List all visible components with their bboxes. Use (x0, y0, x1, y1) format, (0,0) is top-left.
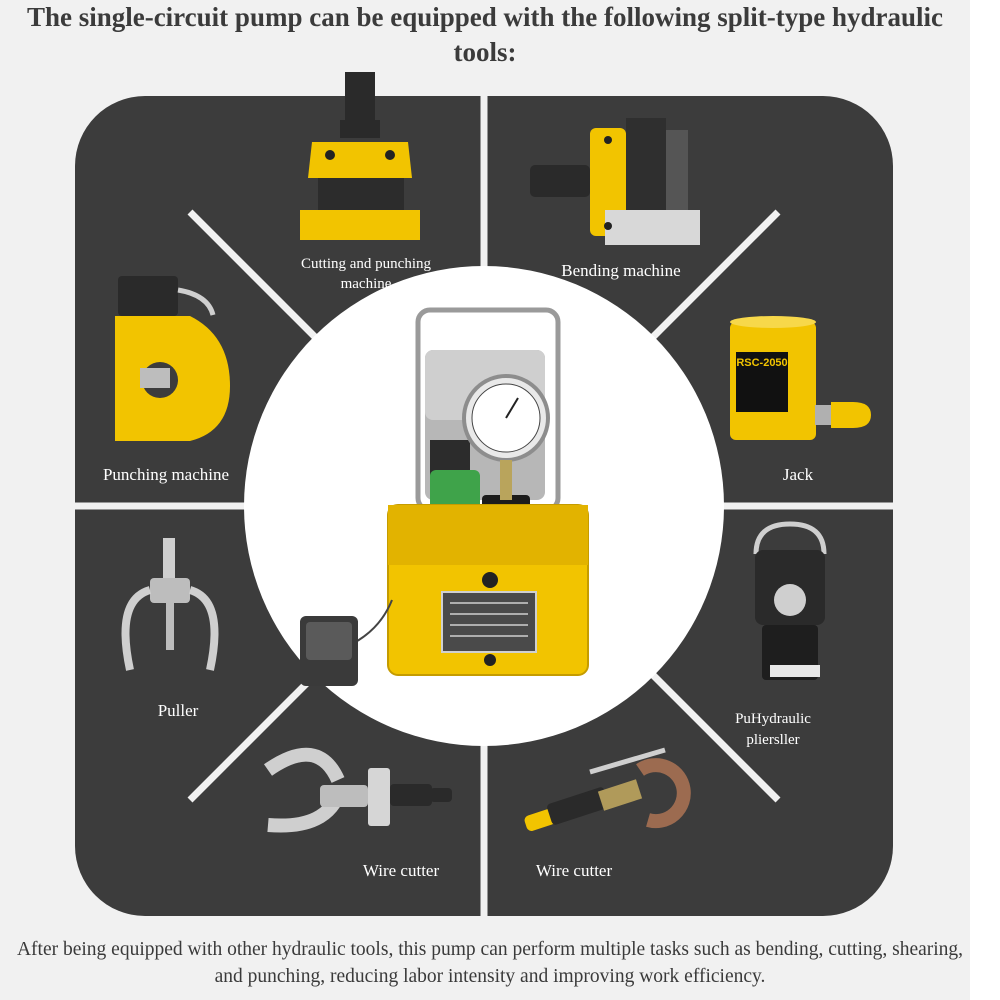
footer-description: After being equipped with other hydrauli… (16, 939, 964, 987)
label-punching-machine: Punching machine (103, 465, 229, 484)
jack-marking: RSC-2050 (736, 357, 787, 369)
jack-image: RSC-2050 (730, 316, 871, 440)
label-cutting-punching-1: Cutting and punching (301, 256, 431, 272)
label-cutting-punching-2: machine (341, 276, 392, 292)
punching-machine-image (115, 276, 230, 441)
label-wire-cutter-right: Wire cutter (536, 861, 613, 880)
puller-image (121, 538, 219, 671)
label-bending-machine: Bending machine (561, 261, 680, 280)
page-title: The single-circuit pump can be equipped … (26, 2, 944, 67)
pump-nameplate (441, 591, 537, 653)
cutting-punching-machine-image (300, 72, 420, 240)
wire-cutter-left-image (263, 747, 452, 833)
label-pliers-2: pliersller (746, 732, 799, 748)
label-jack: Jack (783, 465, 814, 484)
label-wire-cutter-left: Wire cutter (363, 861, 440, 880)
right-margin (970, 0, 1000, 1000)
bending-machine-image (530, 118, 700, 245)
wire-cutter-right-image (524, 747, 691, 831)
electric-pump (300, 307, 589, 686)
label-puller: Puller (158, 701, 199, 720)
hydraulic-pliers-image (753, 521, 827, 680)
label-pliers-1: PuHydraulic (735, 711, 811, 727)
